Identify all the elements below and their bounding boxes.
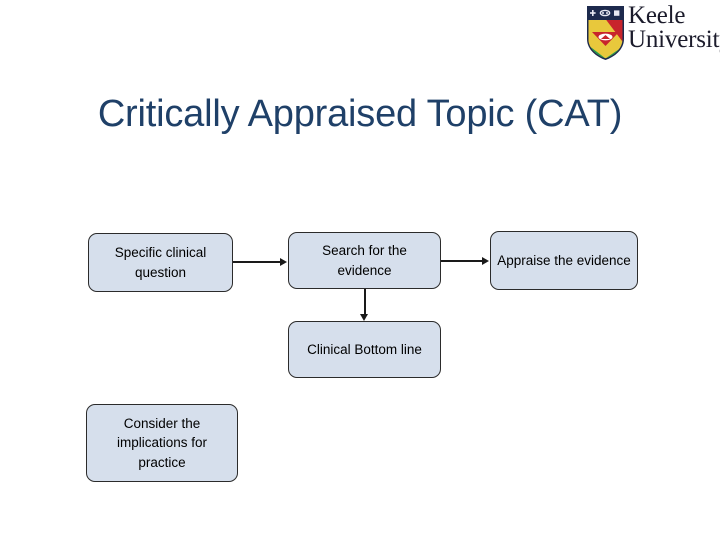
arrowhead-search-to-bottom-line-icon — [360, 314, 368, 321]
arrowhead-search-to-appraise-icon — [482, 257, 489, 265]
flow-node-specific-clinical-question[interactable]: Specific clinical question — [88, 233, 233, 292]
keele-university-logo: Keele University — [586, 2, 720, 64]
flow-node-consider-the-implications-for-practice[interactable]: Consider the implications for practice — [86, 404, 238, 482]
keele-crest-icon — [587, 6, 624, 60]
slide-title: Critically Appraised Topic (CAT) — [97, 93, 623, 135]
logo-line-1: Keele — [628, 2, 686, 29]
connector-search-to-appraise — [441, 260, 483, 262]
connector-question-to-search — [233, 261, 281, 263]
connector-search-to-bottom-line — [364, 289, 366, 315]
keele-university-wordmark: Keele University — [628, 2, 720, 53]
flow-node-search-for-the-evidence[interactable]: Search for the evidence — [288, 232, 441, 289]
logo-line-2: University — [628, 25, 720, 53]
flow-node-clinical-bottom-line[interactable]: Clinical Bottom line — [288, 321, 441, 378]
arrowhead-question-to-search-icon — [280, 258, 287, 266]
flow-node-appraise-the-evidence[interactable]: Appraise the evidence — [490, 231, 638, 290]
